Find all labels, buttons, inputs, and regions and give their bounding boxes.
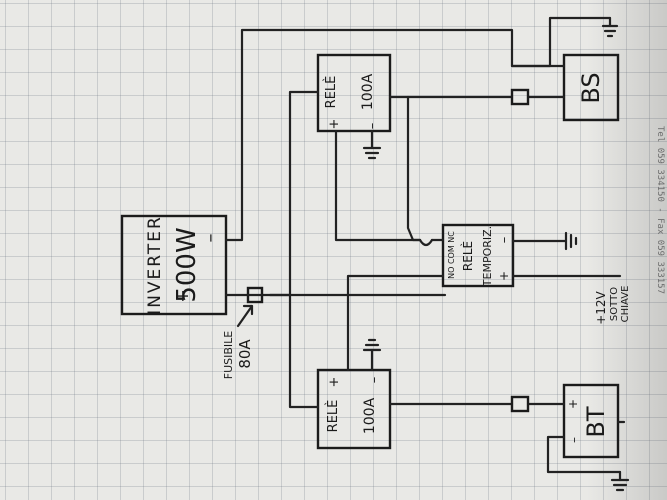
battery-service-box — [562, 53, 620, 122]
timer-relay-box — [441, 223, 515, 288]
ground-symbol-timer — [564, 231, 578, 251]
inverter-label-group: INVERTER — [145, 215, 165, 315]
inverter-plus: + — [173, 289, 192, 302]
relay-top-rating: 100A — [360, 73, 376, 110]
relay-top-minus: – — [365, 123, 380, 130]
fuse-rating: 80A — [236, 339, 254, 369]
battery-engine-minus: – — [567, 437, 581, 443]
inverter-minus: – — [200, 234, 221, 243]
edge-print-text: Tel 059 334150 - Fax 059 333157 — [655, 126, 665, 294]
connector-bs — [510, 88, 530, 106]
supply-line1: SOTTO — [609, 287, 620, 321]
ground-symbol-bs — [601, 22, 619, 38]
timer-plus: + — [497, 271, 511, 281]
ground-symbol-bt — [610, 478, 630, 492]
timer-minus: – — [497, 237, 512, 244]
timer-type: TEMPORIZ. — [481, 226, 494, 287]
connector-bt — [510, 395, 530, 413]
relay-bottom-name: RELÈ — [325, 400, 341, 433]
wires — [224, 16, 622, 482]
relay-top-name: RELÈ — [323, 76, 339, 109]
supply-line2: CHIAVE — [620, 286, 631, 323]
relay-bottom-box — [316, 368, 392, 450]
inverter-power: 500W — [172, 227, 202, 302]
relay-top-plus: + — [327, 119, 342, 130]
supply-voltage: +12V — [594, 290, 608, 324]
page-shadow — [587, 0, 667, 500]
fuse-label: FUSIBILE — [222, 331, 235, 380]
battery-engine-label: BT — [582, 406, 610, 437]
relay-bottom-rating: 100A — [362, 397, 378, 434]
ground-symbol-top-relay — [362, 146, 382, 160]
battery-service-label: BS — [577, 72, 605, 103]
relay-bottom-plus: + — [327, 377, 342, 388]
inverter-name: INVERTER — [145, 215, 165, 315]
fuse-pointer-arrow — [236, 304, 254, 328]
relay-bottom-minus: – — [367, 377, 382, 384]
ground-symbol-bottom-relay — [362, 338, 382, 352]
timer-name: RELÈ — [460, 241, 475, 271]
battery-engine-plus: + — [566, 399, 580, 409]
timer-contacts: NO COM NC — [447, 231, 456, 279]
inverter-box — [120, 214, 228, 316]
